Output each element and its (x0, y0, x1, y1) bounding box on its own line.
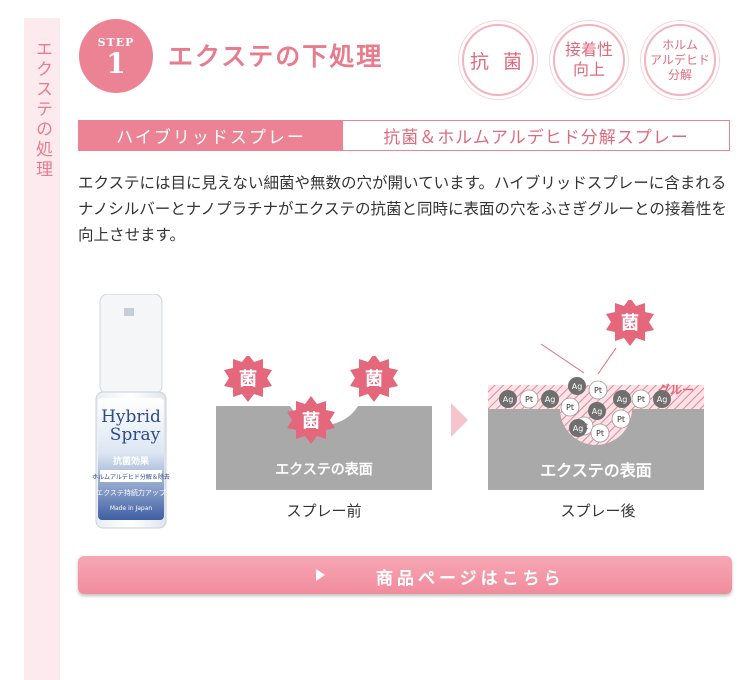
svg-text:Ag: Ag (573, 424, 584, 433)
svg-text:菌: 菌 (621, 313, 639, 334)
platinum-particle: Pt (631, 389, 651, 409)
description-text: エクステには目に見えない細菌や無数の穴が開いています。ハイブリッドスプレーに含ま… (78, 174, 727, 244)
bacteria-icon: 菌 (224, 356, 272, 402)
svg-text:菌: 菌 (239, 369, 257, 390)
svg-text:Pt: Pt (617, 415, 625, 424)
svg-text:Pt: Pt (566, 403, 574, 412)
product-page-button-label: 商品ページはこちら (376, 569, 565, 589)
svg-text:菌: 菌 (302, 411, 320, 432)
product-bottle-image: Hybrid Spray 抗菌効果 ホルムアルデヒド分解＆除去 エクステ持続力ア… (92, 294, 170, 529)
side-tab-label: エクステの処理 (32, 40, 52, 180)
caption-before: スプレー前 (286, 502, 362, 520)
platinum-particle: Pt (588, 380, 608, 400)
svg-text:Ag: Ag (657, 395, 668, 404)
bacteria-icon: 菌 (606, 300, 654, 346)
silver-particle: Ag (613, 390, 631, 408)
step-label: STEP (97, 36, 135, 49)
step-number: 1 (106, 47, 126, 80)
svg-text:Ag: Ag (617, 395, 628, 404)
bottle-brand-line1: Hybrid (101, 407, 161, 427)
silver-particle: Ag (568, 377, 586, 395)
side-tab: エクステの処理 (24, 18, 60, 680)
product-tagline: 抗菌＆ホルムアルデヒド分解スプレー (383, 128, 689, 148)
caption-after: スプレー後 (560, 502, 636, 520)
bottle-label4: Made in Japan (110, 505, 153, 512)
surface-label-before: エクステの表面 (275, 461, 373, 478)
svg-text:Pt: Pt (594, 386, 602, 395)
svg-text:Pt: Pt (596, 429, 604, 438)
silver-particle: Ag (569, 419, 587, 437)
silver-particle: Ag (653, 390, 671, 408)
silver-particle: Ag (588, 402, 606, 420)
badge-formaldehyde: ホルム アルデヒド 分解 (644, 24, 716, 96)
bottle-label2: ホルムアルデヒド分解＆除去 (92, 473, 170, 481)
product-name: ハイブリッドスプレー (79, 121, 343, 150)
page-title: エクステの下処理 (168, 42, 384, 71)
product-subheading: ハイブリッドスプレー 抗菌＆ホルムアルデヒド分解スプレー (78, 120, 730, 151)
product-page-button[interactable]: 商品ページはこちら (78, 556, 732, 594)
arrow-right-icon (451, 403, 468, 437)
diagram-after: 菌 グルー Ag Pt Ag Ag Pt Pt Ag Ag Pt Ag Pt P… (488, 300, 704, 490)
bottle-label1: 抗菌効果 (113, 455, 150, 467)
platinum-particle: Pt (560, 397, 580, 417)
bacteria-icon: 菌 (350, 356, 398, 402)
svg-text:Ag: Ag (572, 382, 583, 391)
svg-text:菌: 菌 (365, 369, 383, 390)
badge-adhesion: 接着性 向上 (553, 24, 625, 96)
svg-text:Ag: Ag (545, 395, 556, 404)
svg-text:Pt: Pt (637, 395, 645, 404)
bottle-brand-line2: Spray (110, 425, 161, 445)
platinum-particle: Pt (519, 389, 539, 409)
svg-text:Pt: Pt (525, 395, 533, 404)
step-badge: STEP 1 (79, 19, 153, 93)
diagram-before: エクステの表面 菌 菌 菌 (216, 356, 432, 490)
badge-antibacterial: 抗 菌 (462, 24, 534, 96)
play-arrow-icon (316, 569, 325, 581)
platinum-particle: Pt (611, 409, 631, 429)
bacteria-icon: 菌 (287, 396, 335, 444)
platinum-particle: Pt (590, 423, 610, 443)
bottle-label3: エクステ持続力アップ (96, 488, 166, 497)
surface-label-after: エクステの表面 (540, 461, 652, 480)
silver-particle: Ag (541, 390, 559, 408)
svg-text:Ag: Ag (592, 407, 603, 416)
silver-particle: Ag (499, 390, 517, 408)
svg-text:Ag: Ag (503, 395, 514, 404)
